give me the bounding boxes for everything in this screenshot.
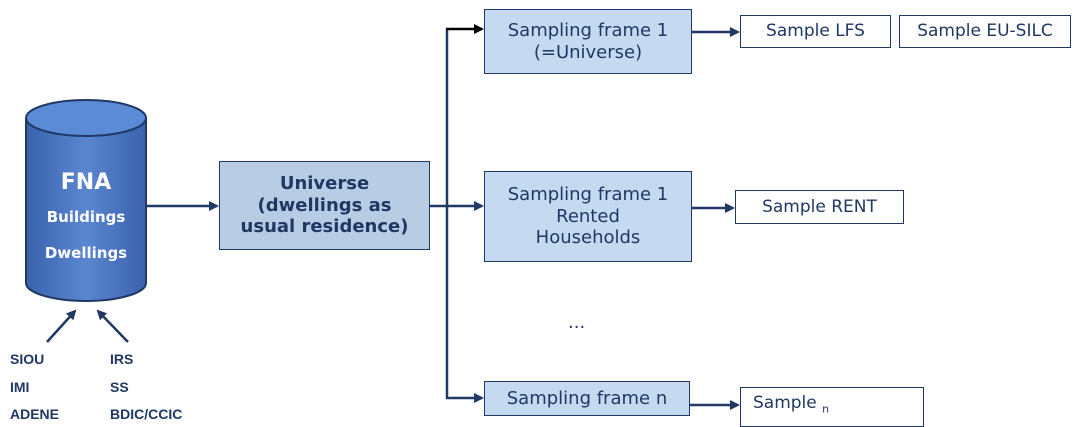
fna-database-cylinder [25, 99, 147, 302]
fna-buildings-label: Buildings [46, 208, 126, 226]
sampling-frame-rented-box: Sampling frame 1 Rented Households [484, 171, 692, 262]
universe-line1: Universe [279, 173, 370, 195]
sampling-frame-1-subtitle: (=Universe) [533, 41, 643, 63]
source-arrow-left [46, 309, 77, 343]
universe-box: Universe (dwellings as usual residence) [219, 161, 430, 250]
sampling-frame-1-box: Sampling frame 1 (=Universe) [484, 9, 692, 74]
sampling-frame-rented-title: Sampling frame 1 [507, 184, 669, 206]
universe-line3: usual residence) [240, 216, 409, 238]
sample-rent-box: Sample RENT [735, 190, 904, 224]
sampling-frame-rented-line3: Households [535, 227, 641, 249]
sample-lfs-label: Sample LFS [766, 21, 865, 42]
ellipsis-more-frames: ... [568, 312, 586, 333]
source-siou: SIOU [10, 351, 45, 367]
sampling-frame-1-title: Sampling frame 1 [507, 19, 669, 41]
sample-eu-silc-label: Sample EU-SILC [917, 21, 1053, 42]
source-arrow-right [96, 309, 129, 343]
source-bdic-ccic: BDIC/CCIC [110, 406, 183, 422]
sample-n-label: Sample n [753, 393, 830, 416]
fna-title: FNA [60, 170, 112, 195]
source-imi: IMI [10, 379, 30, 395]
sample-lfs-box: Sample LFS [740, 15, 891, 48]
sampling-frame-n-box: Sampling frame n [484, 381, 690, 416]
sample-n-subscript: n [822, 402, 830, 416]
sampling-frame-rented-line2: Rented [556, 205, 620, 227]
universe-line2: (dwellings as [257, 194, 392, 216]
sample-eu-silc-box: Sample EU-SILC [899, 15, 1071, 48]
source-ss: SS [110, 379, 129, 395]
fna-dwellings-label: Dwellings [44, 244, 128, 262]
sample-rent-label: Sample RENT [762, 196, 877, 217]
source-adene: ADENE [10, 406, 60, 422]
sampling-frame-n-title: Sampling frame n [506, 387, 668, 409]
source-irs: IRS [110, 351, 134, 367]
sample-n-box: Sample n [740, 387, 924, 427]
